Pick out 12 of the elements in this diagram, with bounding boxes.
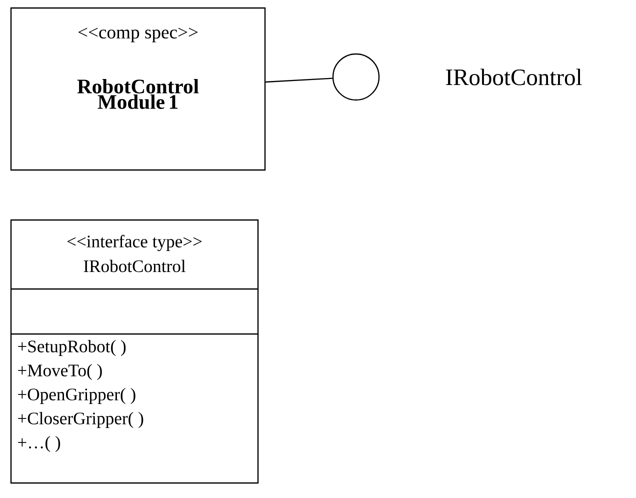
class-name: IRobotControl bbox=[84, 260, 186, 272]
interface-label: IRobotControl bbox=[446, 68, 582, 86]
interface-circle bbox=[332, 53, 380, 101]
method-name: +OpenGripper( ) bbox=[18, 388, 136, 404]
method-name: +CloserGripper( ) bbox=[18, 412, 144, 428]
method-name: +…( ) bbox=[18, 436, 60, 452]
component-box: <<comp spec>> RobotControl Module 1 bbox=[10, 7, 266, 171]
method-name: +MoveTo( ) bbox=[18, 364, 102, 380]
method-name: +SetupRobot( ) bbox=[18, 340, 126, 356]
connector-line bbox=[266, 78, 332, 83]
interface-class-box bbox=[10, 219, 259, 484]
stereotype-label: <<interface type>> bbox=[67, 234, 202, 252]
